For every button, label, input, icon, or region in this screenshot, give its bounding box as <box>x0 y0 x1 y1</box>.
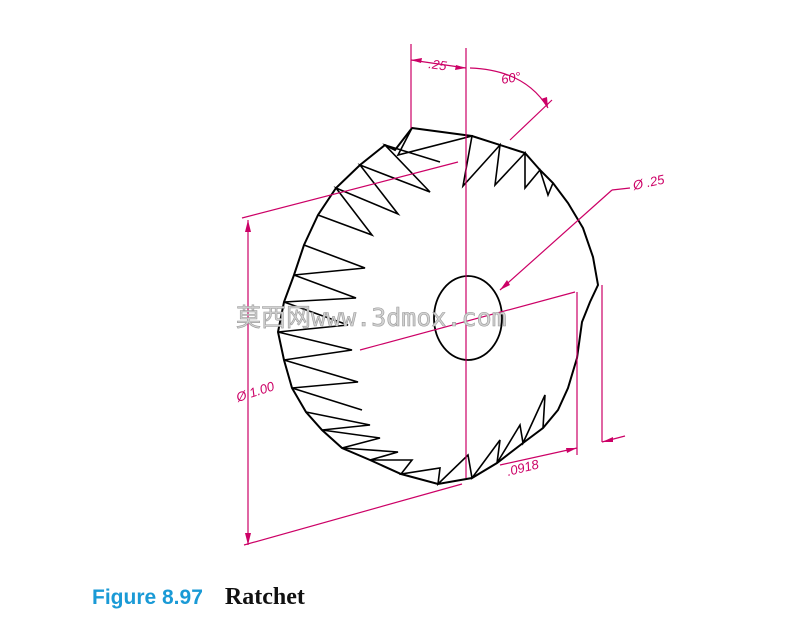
offset-arrow-right <box>455 65 466 70</box>
tooth-face-left <box>317 143 441 237</box>
hole-diameter-leader <box>499 189 613 291</box>
tooth-face-lower-left <box>277 244 366 411</box>
figure-number: Figure 8.97 <box>92 586 203 609</box>
watermark: 莫西网www.3dmox.com <box>236 303 507 332</box>
outer-diameter-extension-top <box>241 161 459 219</box>
tooth-faces <box>277 127 554 487</box>
angle-arrow <box>541 97 548 108</box>
outer-diameter-extension-bottom <box>243 483 463 546</box>
hole-diameter-shoulder <box>611 187 631 191</box>
tooth-face-upper <box>396 127 554 198</box>
angle-leader <box>509 99 553 141</box>
thickness-dimension-line <box>499 447 578 466</box>
offset-arrow-left <box>411 58 422 63</box>
ratchet-drawing: .25 60° Ø .25 Ø 1.00 .0918 莫西网www.3dmox.… <box>233 44 667 546</box>
thickness-label: .0918 <box>505 456 541 479</box>
hole-arrow <box>500 280 510 290</box>
offset-label: .25 <box>428 56 449 73</box>
hole-diameter-label: Ø .25 <box>631 171 667 193</box>
thickness-arrow-right <box>602 437 613 442</box>
outer-diameter-arrow-top <box>245 220 251 232</box>
thickness-arrow-left <box>566 448 577 453</box>
figure-title: Ratchet <box>224 584 305 610</box>
angle-label: 60° <box>500 69 522 87</box>
arrowheads <box>245 58 613 545</box>
tooth-face-bottom <box>305 394 546 487</box>
outer-diameter-label: Ø 1.00 <box>233 378 276 405</box>
outer-diameter-arrow-bottom <box>245 533 251 545</box>
figure-caption: Figure 8.97 Ratchet <box>92 584 305 620</box>
horizontal-centerline <box>359 291 576 351</box>
center-hole <box>433 275 503 361</box>
